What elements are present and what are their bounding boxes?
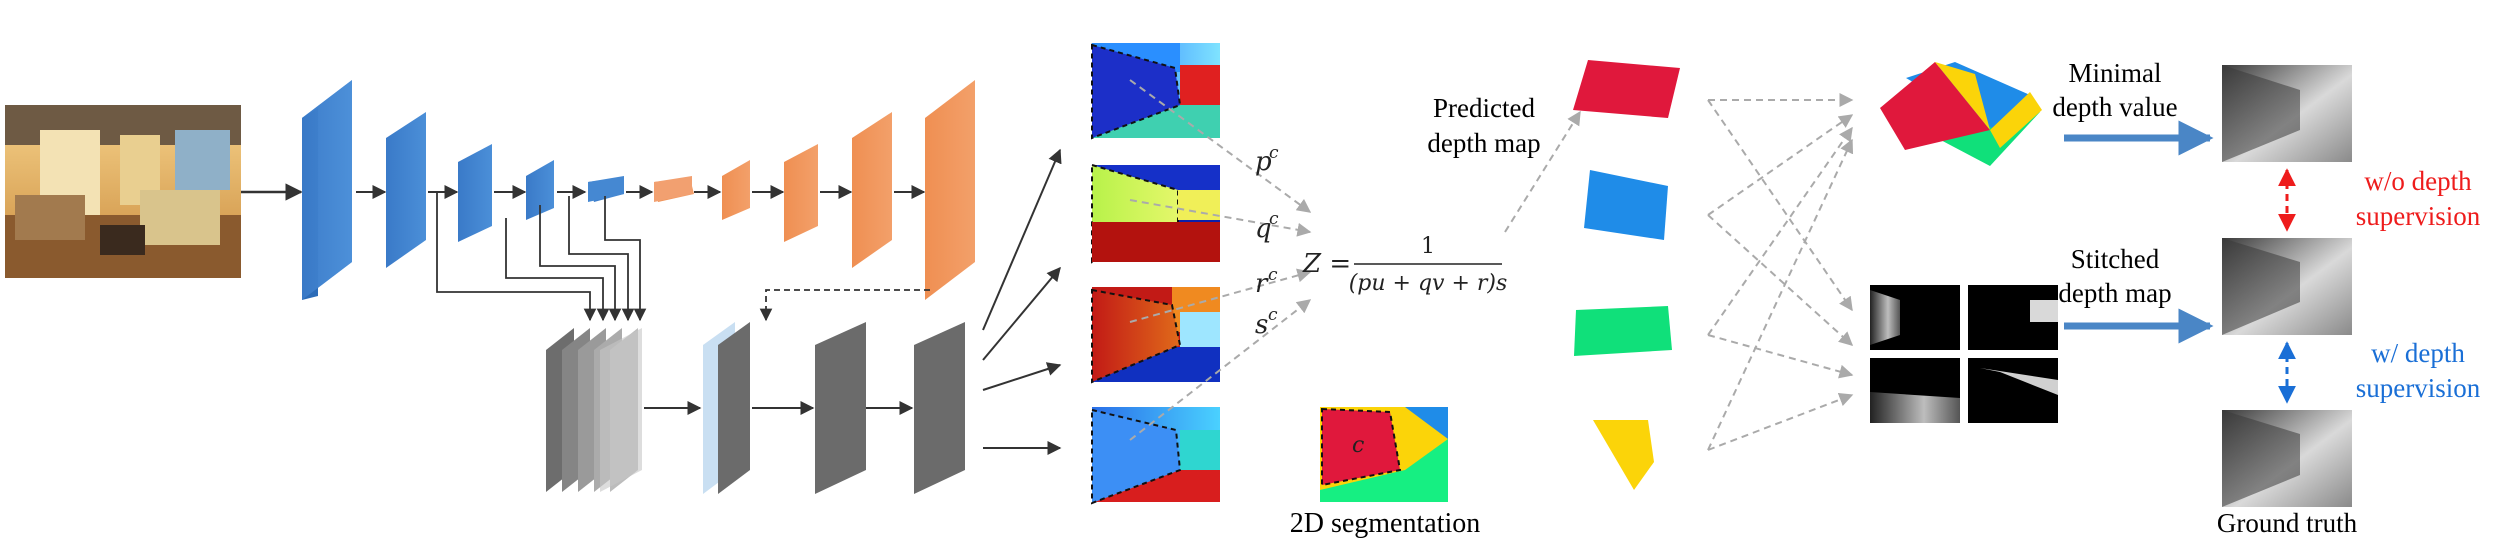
feature-concat-stack xyxy=(546,328,642,492)
head-arrows xyxy=(982,148,1062,455)
encoder-block-1 xyxy=(302,80,352,300)
mask-1 xyxy=(1870,285,1960,350)
plane-yellow xyxy=(1593,420,1654,490)
symbol-p: p xyxy=(1255,147,1272,177)
symbol-q: q xyxy=(1255,214,1272,244)
mask-3 xyxy=(1870,358,1960,423)
depth-minimal-image xyxy=(2222,65,2352,162)
encoder-block-2 xyxy=(386,112,426,268)
skip-connections xyxy=(436,192,930,322)
decoder-block-2 xyxy=(722,160,750,220)
depth-formula: Z = 1 (pu + qv + r)s xyxy=(1302,234,1507,296)
symbol-q-sup: c xyxy=(1269,209,1279,229)
encoder-block-4 xyxy=(526,160,554,220)
minimal-label-line1: Minimal xyxy=(2069,58,2162,88)
param-map-p xyxy=(1091,43,1220,140)
parameter-symbols: p c q c r c s c xyxy=(1255,143,1279,340)
wo-supervision-line2: supervision xyxy=(2356,201,2481,231)
param-map-s xyxy=(1091,407,1220,505)
plane-blue xyxy=(1584,170,1668,240)
param-map-r xyxy=(1091,287,1220,384)
input-room-photo xyxy=(5,105,241,278)
plane-red xyxy=(1573,60,1680,118)
symbol-r: r xyxy=(1255,269,1269,299)
encoder-network xyxy=(302,80,624,300)
decoder-block-4 xyxy=(852,112,892,268)
segmentation-map: c xyxy=(1320,407,1448,502)
param-map-q xyxy=(1091,163,1220,264)
symbol-s: s xyxy=(1255,310,1268,340)
stitched-planes xyxy=(1880,62,2042,166)
gray-block-3 xyxy=(914,322,965,494)
symbol-p-sup: c xyxy=(1269,143,1279,163)
stitched-label-line2: depth map xyxy=(2058,278,2171,308)
predicted-label-line2: depth map xyxy=(1427,128,1540,158)
stitched-label-line1: Stitched xyxy=(2071,244,2160,274)
region-label: c xyxy=(1352,433,1364,458)
mask-4 xyxy=(1968,358,2058,423)
depth-stitched-image xyxy=(2222,238,2352,335)
encoder-block-3 xyxy=(458,144,492,242)
depth-ground-truth-image xyxy=(2222,410,2352,507)
predicted-label-line1: Predicted xyxy=(1433,93,1535,123)
decoder-block-1 xyxy=(654,176,694,202)
decoder-block-5 xyxy=(925,80,975,300)
plane-routing-arrows xyxy=(1707,93,1854,451)
formula-arrows xyxy=(1129,79,1581,441)
symbol-r-sup: c xyxy=(1268,265,1278,285)
w-supervision-line1: w/ depth xyxy=(2371,338,2465,368)
segmentation-label: 2D segmentation xyxy=(1290,508,1481,539)
symbol-s-sup: c xyxy=(1268,305,1278,325)
mask-2 xyxy=(1968,285,2058,350)
ground-truth-label: Ground truth xyxy=(2217,508,2358,538)
gray-block-1 xyxy=(703,322,750,494)
formula-lhs: Z = xyxy=(1302,249,1351,279)
minimal-label-line2: depth value xyxy=(2052,92,2177,122)
w-supervision-line2: supervision xyxy=(2356,373,2481,403)
gray-block-2 xyxy=(815,322,866,494)
wo-supervision-line1: w/o depth xyxy=(2364,166,2472,196)
decoder-network xyxy=(654,80,975,300)
formula-denominator: (pu + qv + r)s xyxy=(1349,271,1508,296)
plane-green xyxy=(1574,306,1672,356)
decoder-block-3 xyxy=(784,144,818,242)
formula-numerator: 1 xyxy=(1421,234,1435,259)
encoder-block-5 xyxy=(588,176,624,202)
